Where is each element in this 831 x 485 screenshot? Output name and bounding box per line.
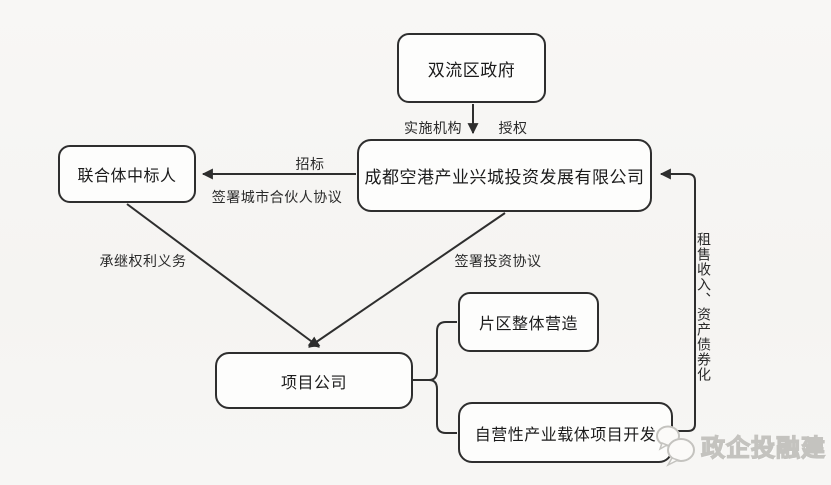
inherit-rights-label: 承继权利义务	[99, 253, 187, 269]
revenue-securitization-label: 租售收入、资产债券化	[696, 232, 712, 382]
watermark-text: 政企投融建	[700, 434, 826, 462]
investment-agreement-label: 签署投资协议	[454, 253, 542, 269]
company-to-project-arrow	[308, 212, 506, 348]
self-operated-projects-node: 自营性产业载体项目开发	[458, 402, 673, 463]
company-node: 成都空港产业兴城投资发展有限公司	[357, 139, 652, 212]
authorize-label: 授权	[498, 120, 528, 136]
city-partner-agreement-label: 签署城市合伙人协议	[211, 189, 343, 205]
bidding-label: 招标	[295, 156, 325, 172]
project-branch-bracket	[413, 321, 457, 434]
project-company-node: 项目公司	[215, 352, 413, 409]
bidder-to-project-arrow	[126, 203, 320, 348]
government-node: 双流区政府	[397, 33, 546, 103]
implementing-agency-label: 实施机构	[404, 120, 462, 136]
chat-bubble-icon	[656, 425, 695, 467]
revenue-feedback-arrow	[659, 168, 696, 432]
area-development-node: 片区整体营造	[458, 292, 599, 352]
watermark-logo: 政企投融建	[655, 422, 826, 468]
consortium-bidder-node: 联合体中标人	[58, 145, 196, 203]
